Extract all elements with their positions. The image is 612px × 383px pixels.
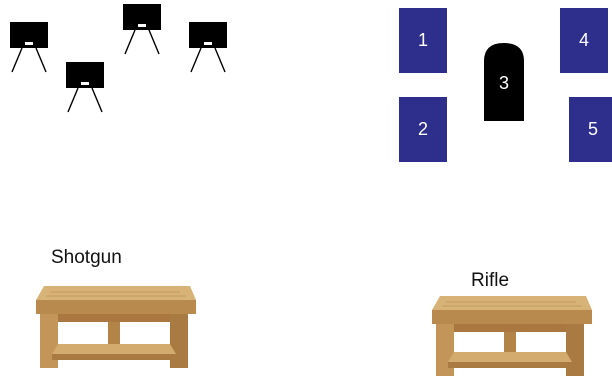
shotgun-table-icon <box>30 282 198 372</box>
zone-2-label: 2 <box>418 119 428 140</box>
target-stand-icon <box>64 62 110 114</box>
target-stand-icon <box>187 22 233 74</box>
zone-5: 5 <box>569 97 612 162</box>
target-stand-icon <box>8 22 54 74</box>
zone-1: 1 <box>399 8 447 73</box>
zone-4-label: 4 <box>579 30 589 51</box>
zone-2: 2 <box>399 97 447 162</box>
zone-1-label: 1 <box>418 30 428 51</box>
zone-3-label: 3 <box>482 73 526 94</box>
rifle-table-icon <box>426 292 594 380</box>
rifle-label: Rifle <box>471 270 509 292</box>
zone-3: 3 <box>482 43 526 121</box>
target-stand-icon <box>121 4 167 56</box>
zone-5-label: 5 <box>588 119 598 140</box>
zone-4: 4 <box>560 8 608 73</box>
shotgun-label: Shotgun <box>51 247 122 269</box>
